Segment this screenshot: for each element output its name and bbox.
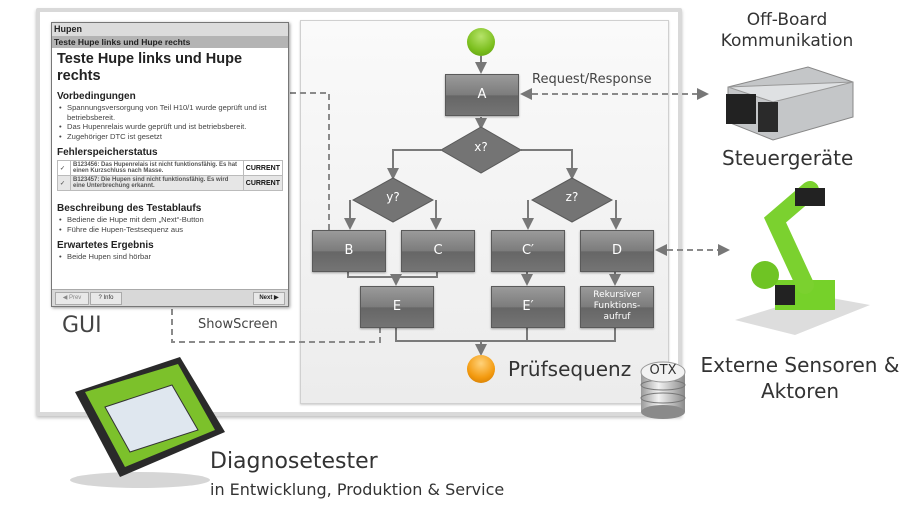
tester-title: Diagnosetester	[210, 449, 378, 474]
start-node	[467, 28, 495, 56]
node-c: C	[401, 230, 475, 272]
table-row[interactable]: ✓ B123456: Das Hupenrelais ist nicht fun…	[57, 160, 284, 176]
gui-footer: ◀ Prev ? Info Next ▶	[52, 289, 288, 306]
list-item: Beide Hupen sind hörbar	[59, 252, 283, 262]
test-description-title: Beschreibung des Testablaufs	[57, 203, 202, 214]
decision-x-label: x?	[474, 140, 488, 154]
table-row[interactable]: ✓ B123457: Die Hupen sind nicht funktion…	[57, 175, 284, 191]
diagnostic-tester-image	[60, 352, 230, 492]
robot-image	[735, 180, 870, 340]
prev-button[interactable]: ◀ Prev	[55, 292, 89, 305]
check-icon: ✓	[57, 160, 71, 176]
tester-subtitle: in Entwicklung, Produktion & Service	[210, 480, 505, 499]
flow-edge	[387, 149, 441, 180]
dtc-status: CURRENT	[242, 175, 284, 191]
dtc-text: B123456: Das Hupenrelais ist nicht funkt…	[70, 160, 244, 176]
node-recursive-call: Rekursiver Funktions-aufruf	[580, 286, 654, 328]
ecu-label: Steuergeräte	[722, 146, 854, 170]
list-item: Spannungsversorgung von Teil H10/1 wurde…	[59, 103, 283, 122]
dtc-text: B123457: Die Hupen sind nicht funktionsf…	[70, 175, 244, 191]
check-icon: ✓	[57, 175, 71, 191]
dtc-status: CURRENT	[242, 160, 284, 176]
decision-x	[439, 126, 523, 174]
sensors-label: Externe Sensoren & Aktoren	[700, 353, 900, 403]
node-c-prime: C′	[491, 230, 565, 272]
info-button[interactable]: ? Info	[90, 292, 122, 305]
decision-y-label: y?	[386, 190, 400, 204]
dtc-table: ✓ B123456: Das Hupenrelais ist nicht fun…	[57, 160, 284, 191]
gui-heading: Teste Hupe links und Hupe rechts	[57, 51, 243, 84]
flow-edge	[521, 149, 578, 180]
list-item: Bediene die Hupe mit dem „Next“-Button	[59, 215, 283, 225]
node-e: E	[360, 286, 434, 328]
preconditions-title: Vorbedingungen	[57, 91, 136, 102]
ecu-image	[718, 62, 858, 142]
node-b: B	[312, 230, 386, 272]
otx-database-icon: OTX	[638, 360, 688, 420]
offboard-label: Off-Board Kommunikation	[720, 10, 854, 51]
decision-z-label: z?	[565, 190, 579, 204]
sequence-label: Prüfsequenz	[508, 357, 632, 381]
show-screen-label: ShowScreen	[198, 317, 278, 332]
fault-memory-title: Fehlerspeicherstatus	[57, 147, 158, 158]
end-node	[467, 355, 495, 383]
flow-edge	[395, 327, 616, 354]
list-item: Das Hupenrelais wurde geprüft und ist be…	[59, 122, 283, 132]
expected-result-title: Erwartetes Ergebnis	[57, 240, 154, 251]
show-screen-link	[253, 87, 330, 230]
request-response-label: Request/Response	[532, 72, 652, 87]
node-e-prime: E′	[491, 286, 565, 328]
decision-y	[351, 177, 435, 223]
list-item: Zugehöriger DTC ist gesetzt	[59, 132, 283, 142]
gui-window: Hupen Teste Hupe links und Hupe rechts T…	[51, 22, 289, 307]
gui-subtitle: Teste Hupe links und Hupe rechts	[52, 36, 288, 48]
decision-z	[530, 177, 614, 223]
next-button[interactable]: Next ▶	[253, 292, 285, 305]
gui-title: Hupen	[52, 23, 288, 36]
node-d: D	[580, 230, 654, 272]
node-a: A	[445, 74, 519, 116]
gui-label: GUI	[62, 313, 102, 338]
otx-label: OTX	[649, 363, 677, 378]
flow-edge	[347, 271, 438, 284]
list-item: Führe die Hupen-Testsequenz aus	[59, 225, 283, 235]
